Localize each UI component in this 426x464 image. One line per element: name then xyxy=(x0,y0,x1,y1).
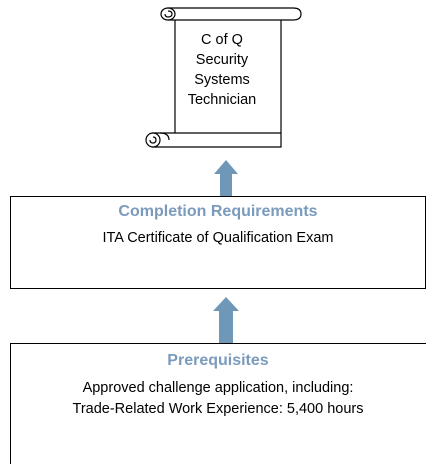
scroll-line: Systems xyxy=(194,72,250,88)
scroll-text: C of Q Security Systems Technician xyxy=(168,30,276,110)
completion-line: ITA Certificate of Qualification Exam xyxy=(102,230,334,246)
prerequisites-line: Approved challenge application, includin… xyxy=(82,380,354,396)
scroll-line: Technician xyxy=(187,92,257,108)
arrow-to-scroll xyxy=(214,160,238,196)
completion-text: ITA Certificate of Qualification Exam xyxy=(10,228,426,249)
scroll-shape xyxy=(145,7,302,148)
arrow-to-completion xyxy=(213,297,239,343)
scroll-line: Security xyxy=(195,52,249,68)
prerequisites-title: Prerequisites xyxy=(167,352,269,369)
prerequisites-box xyxy=(10,343,426,464)
prerequisites-text: Approved challenge application, includin… xyxy=(10,378,426,420)
completion-title: Completion Requirements xyxy=(118,203,318,220)
scroll-line: C of Q xyxy=(201,32,243,48)
prerequisites-line: Trade-Related Work Experience: 5,400 hou… xyxy=(72,401,364,417)
completion-box xyxy=(10,196,426,289)
